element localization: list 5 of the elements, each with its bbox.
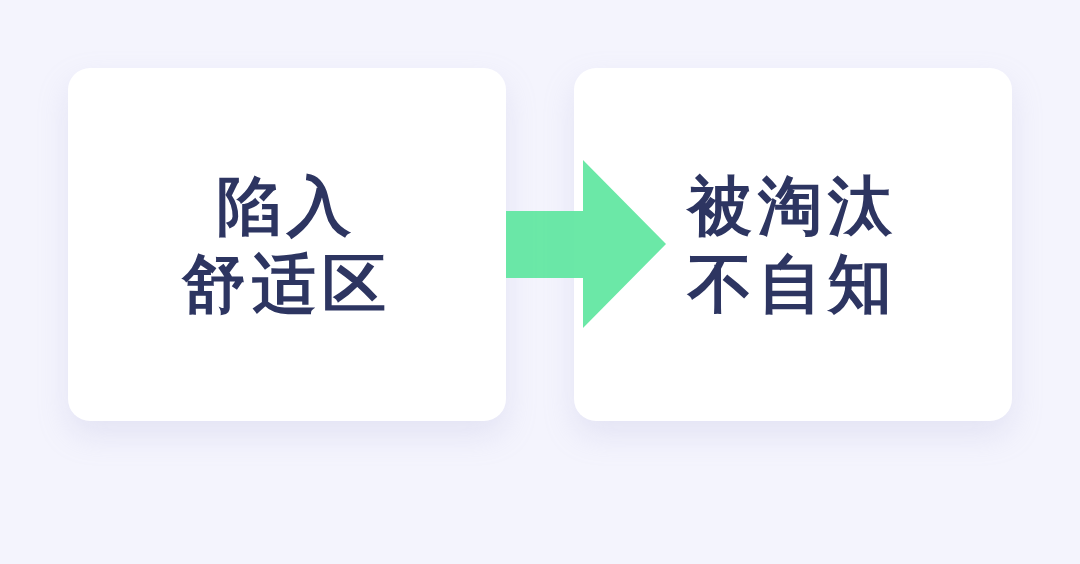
text-card [574,68,1012,421]
card-text: 陷入舒适区 [182,167,392,323]
arrow [506,160,666,328]
card-text: 被淘汰不自知 [688,167,898,323]
text-card [68,68,506,421]
